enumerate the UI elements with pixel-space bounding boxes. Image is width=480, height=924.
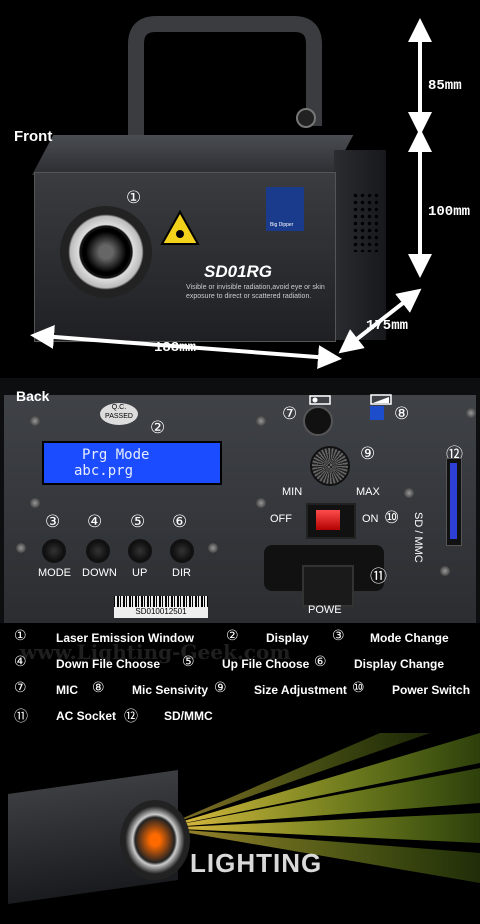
legend-label: Laser Emission Window (56, 631, 194, 645)
switch-on-label: ON (362, 513, 379, 525)
power-switch[interactable] (306, 503, 356, 539)
sd-card-slot[interactable] (446, 458, 462, 546)
legend-label: Power Switch (392, 683, 471, 697)
back-label: Back (16, 388, 50, 404)
legend-num: ⑧ (92, 680, 105, 696)
legend-num: ③ (332, 628, 345, 644)
screw (30, 498, 40, 508)
mic-sensitivity-trimmer[interactable] (370, 406, 384, 420)
screw (256, 498, 266, 508)
legend-label: Down File Choose (56, 657, 161, 671)
laser-aperture (120, 800, 190, 880)
marker-2: ② (150, 418, 166, 438)
legend-num: ① (14, 628, 27, 644)
screw (256, 416, 266, 426)
marker-7: ⑦ (282, 404, 298, 424)
lighting-logo: LIGHTING (190, 848, 323, 878)
legend-num: ⑤ (182, 654, 195, 670)
dir-label: DIR (172, 567, 191, 579)
laser-warning-icon (160, 210, 200, 245)
dim-height: 100mm (428, 204, 471, 220)
mounting-bracket (128, 16, 322, 144)
marker-3: ③ (45, 512, 61, 532)
size-adjustment-knob[interactable] (310, 446, 350, 486)
dir-button[interactable] (170, 539, 194, 563)
legend-num: ⑥ (314, 654, 327, 670)
marker-10: ⑩ (384, 508, 400, 528)
up-button[interactable] (128, 539, 152, 563)
legend-label: Up File Choose (222, 657, 310, 671)
screw (16, 543, 26, 553)
laser-lens (82, 228, 130, 276)
vent-grille (352, 192, 378, 252)
legend-label: Display (266, 631, 309, 645)
qc-sticker: Q.C. PASSED (100, 403, 138, 425)
screw (404, 488, 414, 498)
serial-barcode: SD010012501 (114, 596, 208, 618)
screw (440, 566, 450, 576)
legend-label: SD/MMC (164, 709, 213, 723)
legend-num: ② (226, 628, 239, 644)
front-label: Front (14, 128, 53, 145)
dim-depth: 175mm (366, 318, 409, 334)
legend-num: ⑦ (14, 680, 27, 696)
screw (30, 416, 40, 426)
legend-label: Size Adjustment (254, 683, 347, 697)
warning-text: Visible or invisible radiation,avoid eye… (186, 284, 325, 300)
sensitivity-icon (370, 394, 392, 405)
dim-handle-height: 85mm (428, 78, 462, 94)
mode-button[interactable] (42, 539, 66, 563)
lcd-display: Prg Mode abc.prg (42, 441, 222, 485)
legend-num: ④ (14, 654, 27, 670)
up-label: UP (132, 567, 148, 579)
back-panel (4, 395, 476, 623)
marker-9: ⑨ (360, 444, 376, 464)
screw (208, 543, 218, 553)
mic-icon (309, 395, 331, 405)
power-label: POWE (308, 604, 342, 616)
legend-label: MIC (56, 683, 78, 697)
legend-num: ⑩ (352, 680, 365, 696)
legend (0, 623, 480, 733)
marker-4: ④ (87, 512, 103, 532)
dim-width: 188mm (154, 340, 197, 356)
serial-number: SD010012501 (135, 607, 187, 616)
marker-11: ⑪ (370, 567, 387, 587)
knob-max-label: MAX (356, 486, 380, 498)
legend-label: AC Socket (56, 709, 117, 723)
down-label: DOWN (82, 567, 117, 579)
marker-5: ⑤ (130, 512, 146, 532)
sd-label: SD / MMC (412, 512, 424, 563)
legend-label: Mic Sensivity (132, 683, 209, 697)
dimension-arrows (30, 17, 432, 370)
marker-6: ⑥ (172, 512, 188, 532)
lcd-line-2: abc.prg (74, 463, 134, 479)
legend-num: ⑪ (14, 709, 28, 725)
marker-1: ① (126, 188, 142, 208)
legend-num: ⑨ (214, 680, 227, 696)
switch-off-label: OFF (270, 513, 292, 525)
model-name: SD01RG (204, 262, 273, 281)
legend-label: Mode Change (370, 631, 449, 645)
watermark: www.Lighting-Geek.com (20, 640, 291, 664)
mode-label: MODE (38, 567, 71, 579)
screw (466, 408, 476, 418)
mic-input (303, 406, 333, 436)
front-section: Big Dipper SD01RG Visible or invisible r… (0, 0, 480, 378)
brand-logo: Big Dipper (266, 187, 304, 231)
down-button[interactable] (86, 539, 110, 563)
power-plug (302, 565, 354, 607)
knob-min-label: MIN (282, 486, 303, 498)
legend-label: Display Change (354, 657, 445, 671)
laser-beams (160, 733, 480, 883)
legend-num: ⑫ (124, 709, 138, 725)
marker-8: ⑧ (394, 404, 410, 424)
lcd-line-1: Prg Mode (82, 447, 150, 463)
